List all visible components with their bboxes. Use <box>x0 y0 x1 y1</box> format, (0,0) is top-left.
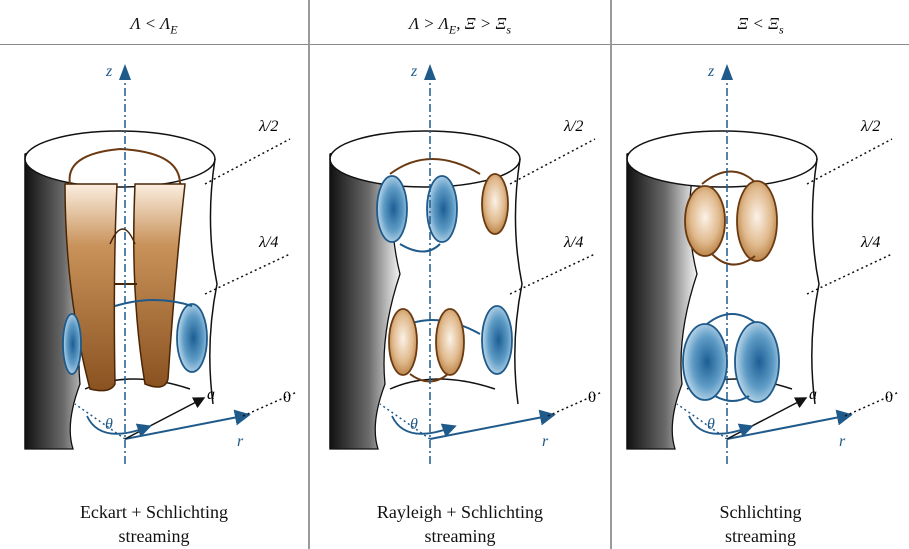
radius-label: a <box>207 386 215 403</box>
cylinder-right-edge <box>514 158 523 405</box>
caption-eckart: Eckart + Schlichting streaming <box>0 500 308 548</box>
cylinder-right-edge <box>811 158 820 405</box>
r-label: r <box>839 433 846 450</box>
cylinder-top <box>626 130 818 188</box>
blue-vortex-upper-left <box>376 175 408 243</box>
quarter-wavelength-label: λ/4 <box>860 234 880 251</box>
r-label: r <box>237 433 244 450</box>
blue-vortex-right <box>176 303 208 373</box>
caption-line-2: streaming <box>725 526 796 546</box>
top-loop <box>68 147 181 185</box>
zero-label: 0 <box>588 389 596 406</box>
blue-vortex-right <box>734 321 780 403</box>
copper-vortex-left <box>684 185 726 257</box>
zero-label: 0 <box>283 389 291 406</box>
panel-eckart: z r a θ λ/2 λ/4 0 <box>5 44 305 474</box>
half-wavelength-label: λ/2 <box>563 118 583 135</box>
cylinder-right-edge <box>209 158 218 405</box>
blue-vortex-upper-right <box>426 175 458 243</box>
caption-line-1: Eckart + Schlichting <box>79 502 229 522</box>
r-label: r <box>542 433 549 450</box>
schlichting-diagram: z r a θ λ/2 λ/4 0 <box>626 63 900 464</box>
cylinder-top <box>24 130 216 188</box>
blue-vortex-left <box>62 313 82 375</box>
header-rayleigh: Λ > ΛE, Ξ > Ξs <box>408 14 512 37</box>
z-label: z <box>105 63 113 80</box>
half-wavelength-label: λ/2 <box>258 118 278 135</box>
caption-line-1: Schlichting <box>719 502 802 522</box>
r-axis <box>429 409 556 440</box>
r-axis <box>726 409 853 440</box>
caption-line-2: streaming <box>118 526 190 546</box>
blue-vortex-left <box>682 323 728 401</box>
left-jet <box>64 183 118 392</box>
r-axis <box>124 409 251 440</box>
z-label: z <box>410 63 418 80</box>
caption-line-1: Rayleigh + Schlichting <box>376 502 544 522</box>
caption-rayleigh: Rayleigh + Schlichting streaming <box>310 500 610 548</box>
header-eckart: Λ < ΛE <box>130 14 178 37</box>
header-schlichting: Ξ < Ξs <box>737 14 784 37</box>
theta-label: θ <box>707 416 715 433</box>
blue-vortex-lower <box>481 305 513 375</box>
theta-label: θ <box>410 416 418 433</box>
z-label: z <box>707 63 715 80</box>
quarter-wavelength-label: λ/4 <box>258 234 278 251</box>
panel-separator-1 <box>308 0 310 549</box>
half-wavelength-label: λ/2 <box>860 118 880 135</box>
copper-vortex-right <box>736 180 778 262</box>
header-divider <box>0 44 909 45</box>
panel-rayleigh: z r θ λ/2 λ/4 0 <box>310 44 610 474</box>
zero-label: 0 <box>885 389 893 406</box>
panel-schlichting: z r a θ λ/2 λ/4 0 <box>607 44 907 474</box>
eckart-diagram: z r a θ λ/2 λ/4 0 <box>24 63 298 464</box>
right-jet <box>133 183 186 388</box>
radius-arrow <box>726 397 808 440</box>
radius-arrow <box>124 397 206 440</box>
theta-label: θ <box>105 416 113 433</box>
radius-label: a <box>809 386 817 403</box>
copper-vortex-upper <box>481 173 509 235</box>
copper-vortex-lower-right <box>435 308 465 376</box>
caption-line-2: streaming <box>424 526 496 546</box>
quarter-wavelength-label: λ/4 <box>563 234 583 251</box>
copper-vortex-lower-left <box>388 308 418 376</box>
caption-schlichting: Schlichting streaming <box>612 500 909 548</box>
rayleigh-diagram: z r θ λ/2 λ/4 0 <box>329 63 603 464</box>
panel-separator-2 <box>610 0 612 549</box>
